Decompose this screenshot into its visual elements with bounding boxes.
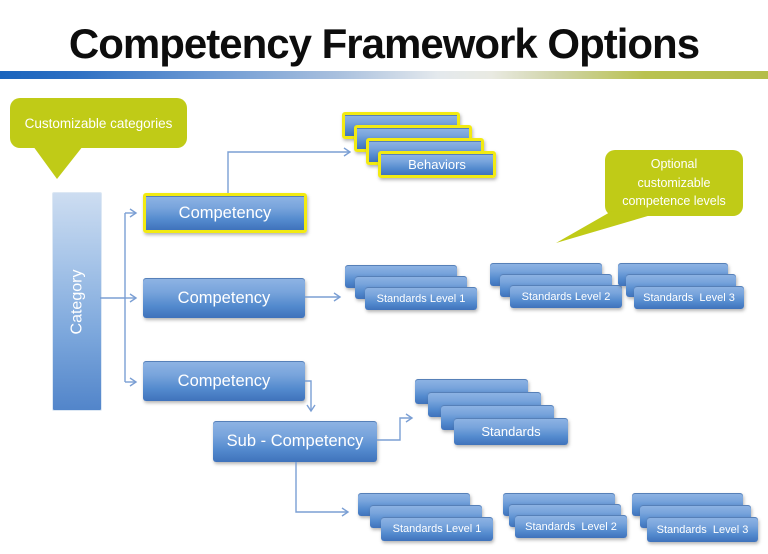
callout-optional-levels-text: Optional customizable competence levels	[622, 155, 726, 211]
competency-box-3-label: Competency	[177, 371, 271, 390]
sub-competency-label: Sub - Competency	[226, 432, 364, 450]
standards-level3-label: Standards Level 3	[643, 291, 735, 304]
stack-box-front: Standards	[454, 418, 568, 445]
bottom-standards-level1-label: Standards Level 1	[392, 523, 482, 535]
title-underline-bar	[0, 71, 768, 79]
competency-box-1: Competency	[143, 193, 307, 233]
callout-optional-levels: Optional customizable competence levels	[605, 150, 743, 216]
competency-box-2-label: Competency	[177, 288, 271, 307]
callout-line-1: Optional	[650, 156, 698, 171]
category-label: Category	[68, 269, 86, 334]
connector-sub-competency-to-standards	[377, 413, 414, 441]
standards-level1-label: Standards Level 1	[376, 292, 466, 305]
stack-box-front: Standards Level 1	[365, 287, 477, 310]
standards-level2-label: Standards Level 2	[521, 290, 611, 303]
callout-customizable-categories: Customizable categories	[10, 98, 187, 148]
stack-box-front: Standards Level 3	[647, 517, 758, 542]
callout-customizable-categories-text: Customizable categories	[24, 115, 173, 131]
connector-competency1-to-behaviors	[227, 147, 352, 193]
callout-line-3: competence levels	[622, 194, 726, 209]
stack-box-front: Standards Level 2	[515, 515, 627, 538]
competency-box-1-label: Competency	[178, 203, 272, 222]
connector-competency3-to-sub-competency	[305, 380, 316, 413]
standards-label: Standards	[481, 424, 541, 439]
category-bar: Category	[52, 192, 102, 411]
bottom-standards-level3-label: Standards Level 3	[656, 523, 749, 536]
behaviors-label: Behaviors	[408, 157, 466, 172]
stack-box-front: Standards Level 2	[510, 285, 622, 308]
connector-sub-competency-to-bottom-standards	[295, 462, 350, 517]
callout-categories-tail	[33, 146, 83, 179]
competency-box-2: Competency	[143, 278, 305, 318]
stack-box-front: Behaviors	[378, 151, 496, 178]
stack-box-front: Standards Level 1	[381, 517, 493, 541]
bottom-standards-level2-label: Standards Level 2	[525, 520, 617, 533]
callout-line-2: customizable	[637, 175, 711, 190]
sub-competency-box: Sub - Competency	[213, 421, 377, 462]
page-title: Competency Framework Options	[68, 20, 700, 67]
competency-box-3: Competency	[143, 361, 305, 401]
stack-box-front: Standards Level 3	[634, 286, 744, 309]
